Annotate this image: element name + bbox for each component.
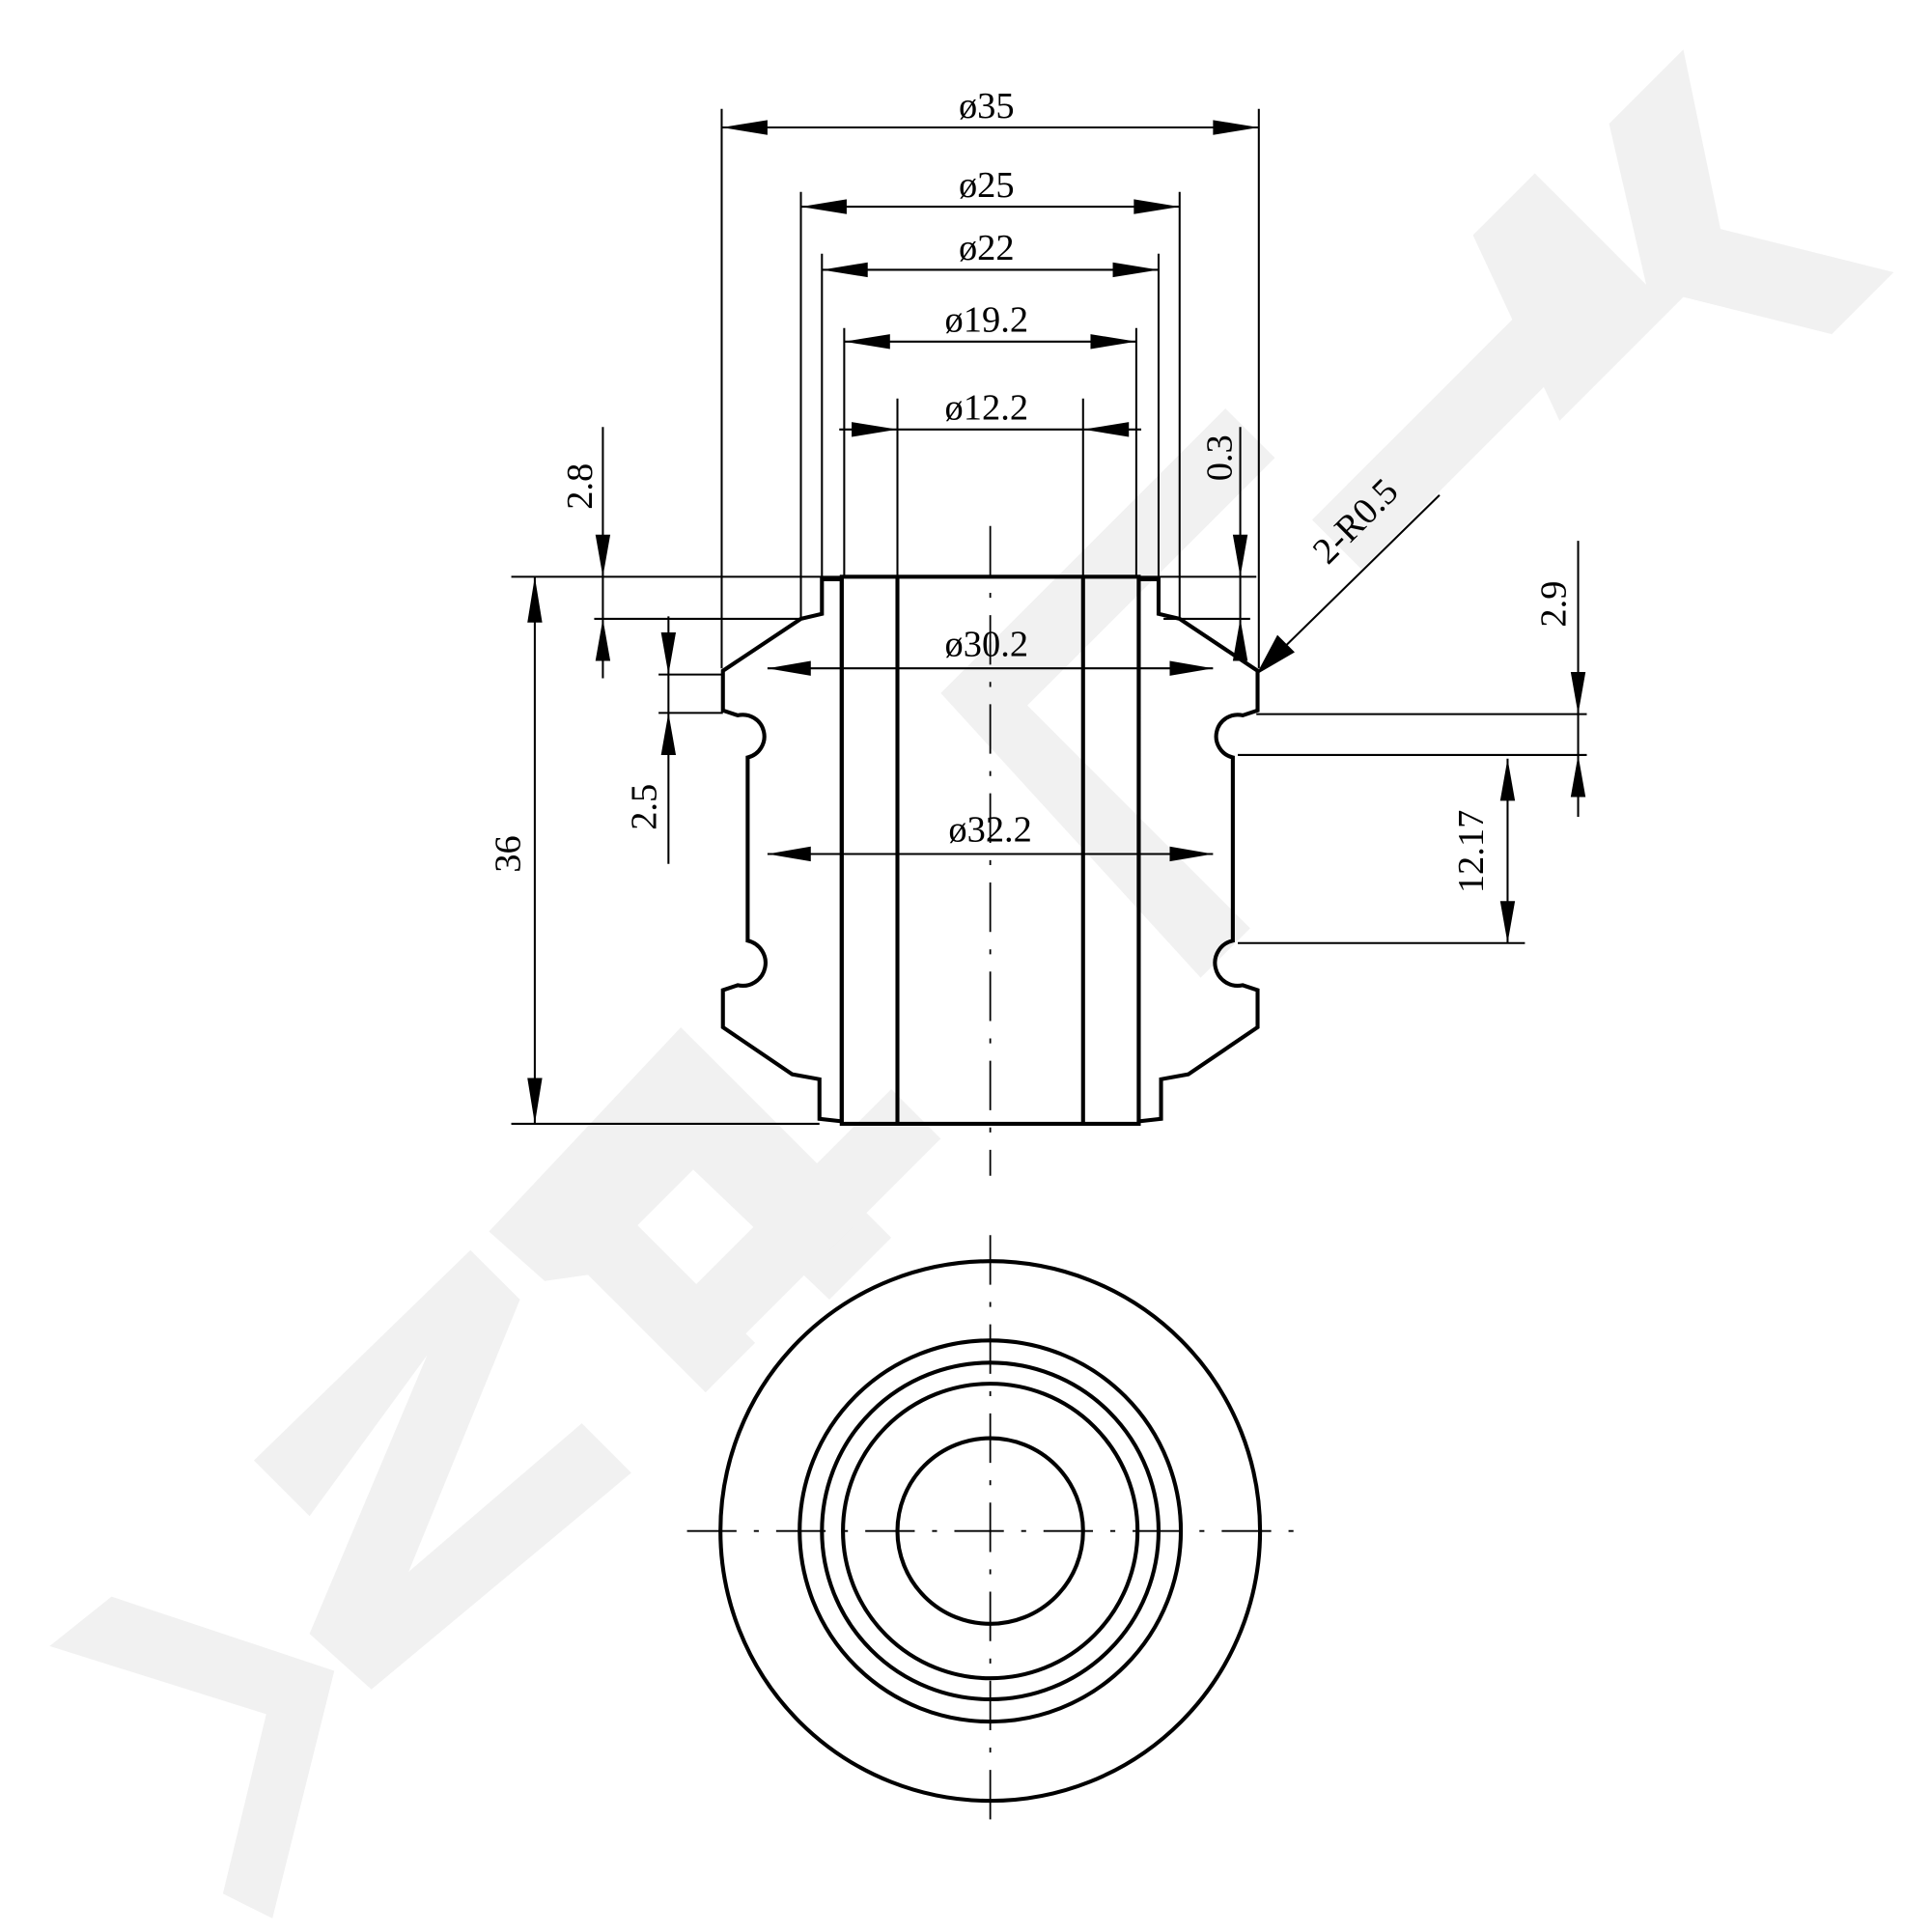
rubber-section <box>720 576 1260 1124</box>
dim-d35: ø35 <box>959 86 1015 126</box>
dim-0-3: 0.3 <box>1200 434 1241 481</box>
diameter-dimensions: ø35 ø25 ø22 ø19.2 ø12.2 ø30.2 ø32.2 <box>720 86 1260 862</box>
dim-2-8: 2.8 <box>560 463 601 510</box>
dim-2-9: 2.9 <box>1534 581 1575 628</box>
dim-d22: ø22 <box>959 228 1015 268</box>
watermark-logo <box>49 49 1894 1918</box>
dim-d30-2: ø30.2 <box>945 624 1028 664</box>
dim-d12-2: ø12.2 <box>945 388 1028 429</box>
dim-2-5: 2.5 <box>625 784 665 830</box>
dim-d19-2: ø19.2 <box>945 300 1028 341</box>
dim-d32-2: ø32.2 <box>948 810 1031 851</box>
dim-12-17: 12.17 <box>1451 810 1492 893</box>
dim-d25: ø25 <box>959 165 1015 206</box>
dim-height-36: 36 <box>489 835 529 872</box>
end-view <box>686 1235 1294 1830</box>
